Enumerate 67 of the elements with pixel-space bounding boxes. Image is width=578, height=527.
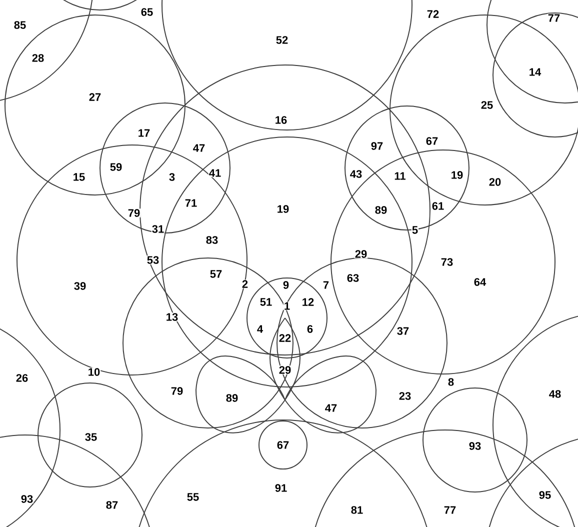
region-number: 26: [15, 374, 29, 382]
region-number: 16: [274, 116, 288, 124]
region-number: 13: [165, 312, 179, 322]
region-number: 77: [547, 14, 561, 22]
region-number: 19: [450, 170, 464, 180]
region-number: 14: [528, 68, 542, 76]
region-number: 67: [425, 136, 439, 146]
region-number: 47: [324, 404, 338, 412]
region-number: 10: [87, 368, 101, 376]
region-number: 6: [306, 324, 314, 334]
region-number: 55: [186, 492, 200, 502]
region-number: 61: [431, 202, 445, 210]
region-number: 20: [488, 178, 502, 186]
region-number: 87: [105, 500, 119, 510]
region-number: 2: [241, 280, 249, 288]
region-number: 1: [283, 302, 291, 310]
region-number: 79: [127, 208, 141, 218]
region-number: 23: [398, 392, 412, 400]
region-number: 5: [411, 226, 419, 234]
region-number: 93: [20, 494, 34, 504]
region-number: 29: [354, 250, 368, 258]
region-number: 15: [72, 172, 86, 182]
region-number: 28: [31, 54, 45, 62]
region-number: 3: [168, 172, 176, 182]
region-number: 17: [137, 128, 151, 138]
region-number: 89: [225, 394, 239, 402]
region-number: 64: [473, 278, 487, 286]
region-number: 19: [276, 204, 290, 214]
region-number: 9: [282, 280, 290, 290]
region-number: 71: [184, 198, 198, 208]
region-number: 57: [209, 270, 223, 278]
region-number: 59: [109, 162, 123, 172]
region-number: 31: [151, 224, 165, 234]
region-number: 52: [275, 36, 289, 44]
region-number: 81: [350, 506, 364, 514]
region-number: 63: [346, 274, 360, 282]
region-number: 39: [73, 282, 87, 290]
region-number: 85: [13, 20, 27, 30]
region-number: 4: [256, 324, 264, 334]
region-number: 77: [443, 506, 457, 514]
region-number: 43: [349, 170, 363, 178]
region-number: 83: [205, 236, 219, 244]
region-number: 29: [278, 366, 292, 374]
region-number: 11: [394, 172, 406, 180]
region-number: 53: [146, 256, 160, 264]
region-number: 89: [374, 206, 388, 214]
region-number: 48: [548, 390, 562, 398]
region-number: 25: [480, 100, 494, 110]
region-number: 22: [278, 334, 292, 342]
region-number: 79: [170, 386, 184, 396]
region-number: 72: [426, 10, 440, 18]
region-number: 65: [140, 8, 154, 16]
region-number: 95: [538, 490, 552, 500]
region-number: 67: [276, 440, 290, 450]
region-number: 12: [301, 298, 315, 306]
region-number: 35: [84, 432, 98, 442]
region-number: 51: [259, 298, 273, 306]
region-number: 27: [88, 92, 102, 102]
region-number: 8: [447, 378, 455, 386]
region-number: 37: [396, 326, 410, 336]
region-number: 91: [274, 484, 288, 492]
region-number: 47: [192, 144, 206, 152]
region-number: 73: [440, 258, 454, 266]
region-number: 97: [370, 142, 384, 150]
region-number: 41: [208, 168, 222, 178]
region-number: 93: [468, 442, 482, 450]
region-number: 7: [322, 280, 330, 290]
